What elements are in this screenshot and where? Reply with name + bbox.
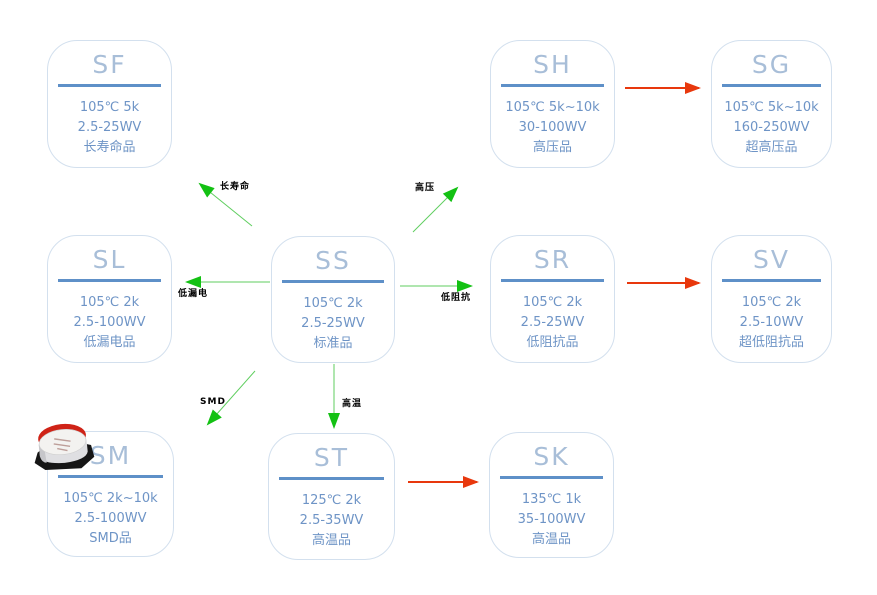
spec-temp-life: 105℃ 5k~10k (724, 100, 819, 115)
series-box-sf: SF 105℃ 5k 2.5-25WV 长寿命品 (47, 40, 172, 168)
arrow-ss-to-sh (412, 186, 459, 233)
series-box-sh: SH 105℃ 5k~10k 30-100WV 高压品 (490, 40, 615, 168)
title-underline (500, 476, 603, 479)
spec-voltage: 2.5-100WV (73, 315, 146, 330)
spec-voltage: 2.5-25WV (301, 316, 365, 331)
spec-temp-life: 105℃ 2k~10k (63, 491, 158, 506)
spec-category: 高压品 (532, 140, 572, 155)
series-box-sg: SG 105℃ 5k~10k 160-250WV 超高压品 (711, 40, 832, 168)
spec-category: 高温品 (531, 532, 571, 547)
spec-temp-life: 105℃ 2k (741, 295, 802, 310)
arrow-label-low-impedance: 低阻抗 (441, 293, 472, 303)
series-title: SK (533, 442, 570, 471)
series-title: SR (533, 245, 572, 274)
spec-temp-life: 105℃ 5k~10k (505, 100, 600, 115)
spec-temp-life: 105℃ 2k (303, 296, 363, 311)
series-title: SG (751, 50, 792, 79)
spec-temp-life: 105℃ 2k (522, 295, 583, 310)
series-title: SM (89, 441, 132, 470)
title-underline (282, 280, 384, 283)
title-underline (279, 477, 384, 480)
spec-temp-life: 125℃ 2k (301, 493, 362, 508)
series-title: SL (92, 245, 127, 274)
spec-voltage: 160-250WV (733, 120, 810, 135)
series-box-ss: SS 105℃ 2k 2.5-25WV 标准品 (271, 236, 395, 363)
arrow-label-high-temp: 高温 (342, 399, 363, 409)
series-title: SV (753, 245, 790, 274)
spec-temp-life: 105℃ 5k (79, 100, 140, 115)
spec-voltage: 30-100WV (518, 120, 587, 135)
spec-category: 低阻抗品 (526, 335, 579, 350)
spec-voltage: 2.5-10WV (739, 315, 804, 330)
spec-voltage: 2.5-25WV (77, 120, 142, 135)
arrow-label-long-life: 长寿命 (220, 182, 251, 192)
series-box-sr: SR 105℃ 2k 2.5-25WV 低阻抗品 (490, 235, 615, 363)
spec-category: 超高压品 (745, 140, 798, 155)
spec-category: 高温品 (311, 533, 351, 548)
title-underline (58, 84, 161, 87)
series-title: SF (92, 50, 127, 79)
title-underline (501, 279, 604, 282)
spec-voltage: 2.5-100WV (74, 511, 147, 526)
series-box-sm: SM 105℃ 2k~10k 2.5-100WV SMD品 (47, 431, 174, 557)
spec-temp-life: 135℃ 1k (521, 492, 582, 507)
spec-category: 超低阻抗品 (738, 335, 804, 350)
title-underline (722, 279, 821, 282)
series-box-sl: SL 105℃ 2k 2.5-100WV 低漏电品 (47, 235, 172, 363)
series-title: SH (533, 50, 572, 79)
spec-voltage: 35-100WV (517, 512, 586, 527)
spec-category: SMD品 (89, 531, 132, 546)
spec-category: 低漏电品 (83, 335, 136, 350)
spec-voltage: 2.5-35WV (299, 513, 364, 528)
title-underline (58, 475, 163, 478)
spec-voltage: 2.5-25WV (520, 315, 585, 330)
arrow-label-high-voltage: 高压 (415, 183, 436, 193)
series-box-sk: SK 135℃ 1k 35-100WV 高温品 (489, 432, 614, 558)
series-box-sv: SV 105℃ 2k 2.5-10WV 超低阻抗品 (711, 235, 832, 363)
title-underline (501, 84, 604, 87)
spec-temp-life: 105℃ 2k (79, 295, 140, 310)
title-underline (722, 84, 821, 87)
arrow-label-smd: SMD (200, 397, 226, 407)
smd-capacitor-image (34, 423, 95, 470)
spec-category: 长寿命品 (83, 140, 136, 155)
series-box-st: ST 125℃ 2k 2.5-35WV 高温品 (268, 433, 395, 560)
series-title: ST (313, 443, 350, 472)
series-title: SS (315, 246, 351, 275)
arrow-label-low-leakage: 低漏电 (178, 289, 209, 299)
title-underline (58, 279, 161, 282)
spec-category: 标准品 (313, 336, 353, 351)
